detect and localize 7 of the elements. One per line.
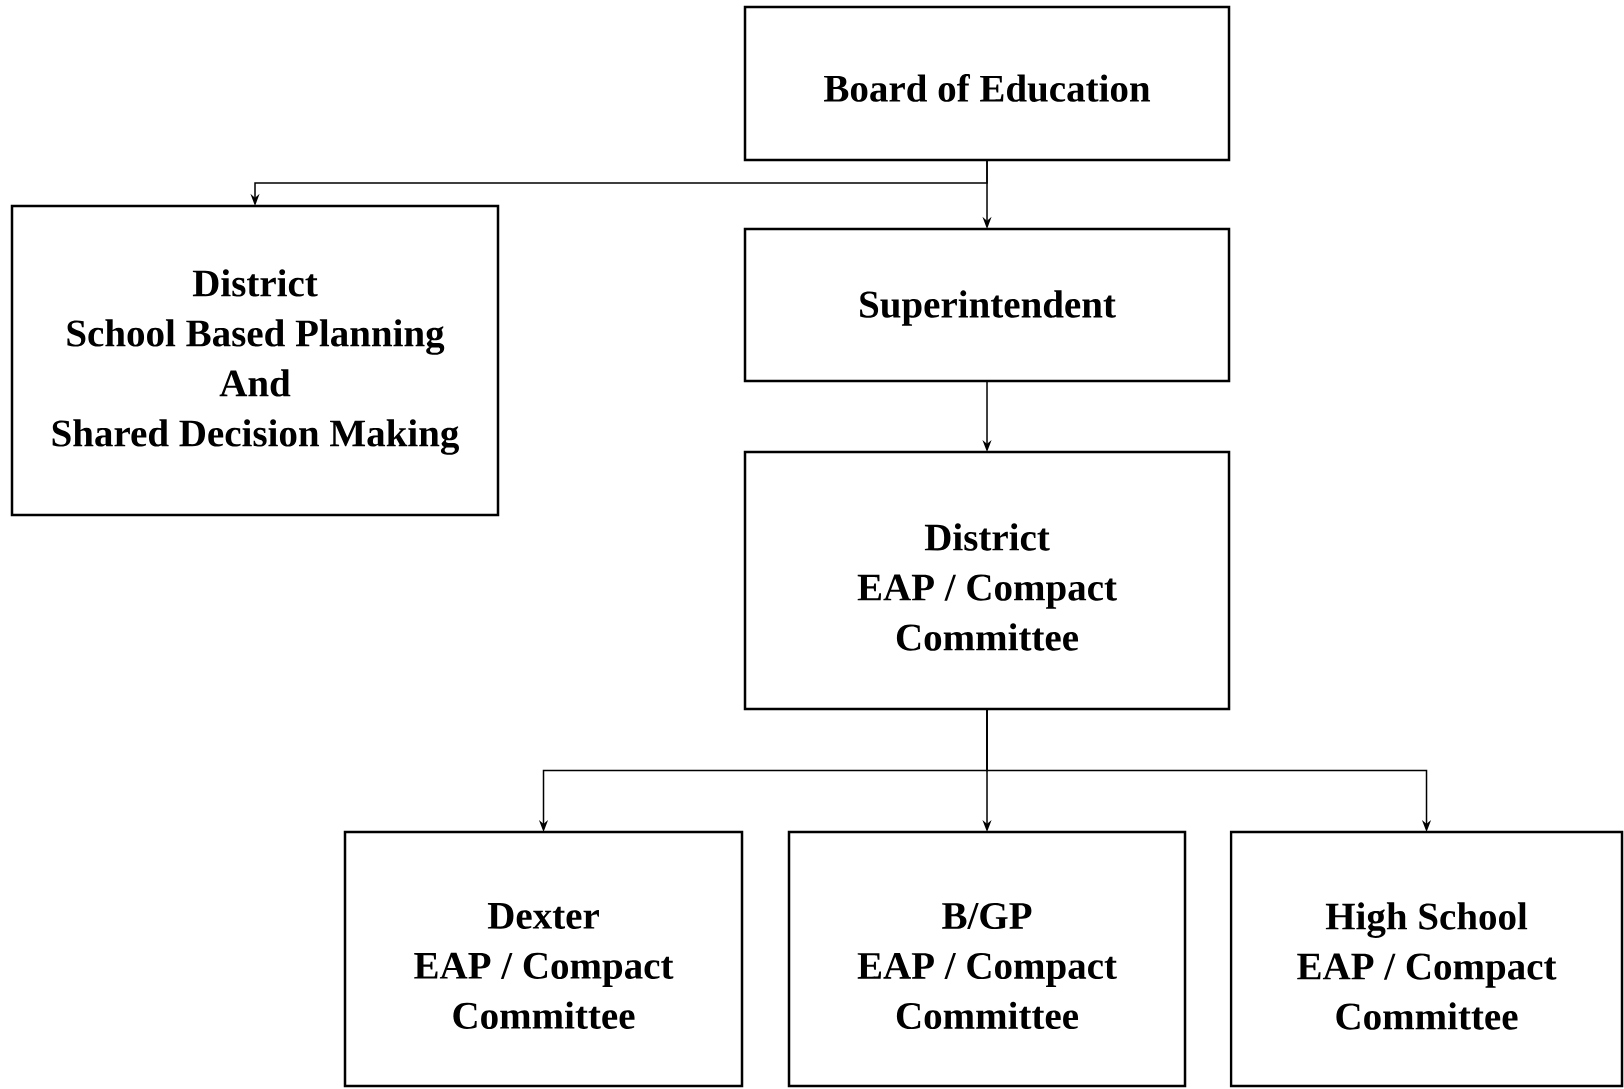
org-box: Board of Education	[743, 5, 1231, 162]
org-box: District EAP / Compact Committee	[743, 450, 1231, 711]
org-box: District School Based Planning And Shared Decision Making	[10, 204, 500, 517]
org-box: Superintendent	[743, 227, 1231, 383]
org-box: B/GP EAP / Compact Committee	[787, 830, 1187, 1088]
org-box: High School EAP / Compact Committee	[1229, 830, 1624, 1088]
org-box: Dexter EAP / Compact Committee	[343, 830, 744, 1088]
